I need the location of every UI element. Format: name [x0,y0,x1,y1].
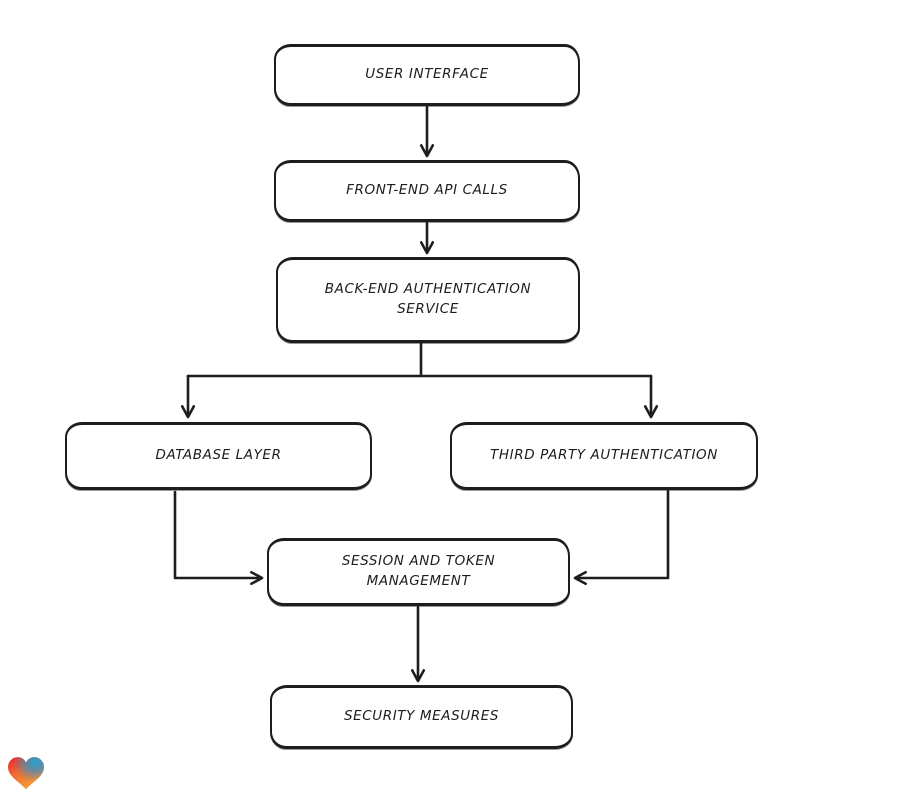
node-database-layer[interactable]: DATABASE LAYER [65,422,372,490]
heart-icon [8,757,44,790]
node-third-party-authentication[interactable]: THIRD PARTY AUTHENTICATION [450,422,758,490]
node-label: USER INTERFACE [365,66,489,83]
node-security-measures[interactable]: SECURITY MEASURES [270,685,573,749]
node-front-end-api-calls[interactable]: FRONT-END API CALLS [274,160,580,222]
node-label: SESSION AND TOKEN MANAGEMENT [341,553,496,589]
node-label: FRONT-END API CALLS [346,182,508,199]
node-label: DATABASE LAYER [155,447,282,464]
edge-database-layer-to-session-and-token-management [173,490,264,586]
node-label: SECURITY MEASURES [343,708,500,725]
node-back-end-authentication-service[interactable]: BACK-END AUTHENTICATION SERVICE [276,257,580,343]
node-label: BACK-END AUTHENTICATION SERVICE [324,281,532,317]
node-session-and-token-management[interactable]: SESSION AND TOKEN MANAGEMENT [267,538,570,606]
node-user-interface[interactable]: USER INTERFACE [274,44,580,106]
node-label: THIRD PARTY AUTHENTICATION [490,447,718,464]
edge-third-party-authentication-to-session-and-token-management [573,489,670,586]
edge-branch-stem-and-rail [186,340,653,378]
gradient-heart-logo[interactable] [8,757,44,793]
